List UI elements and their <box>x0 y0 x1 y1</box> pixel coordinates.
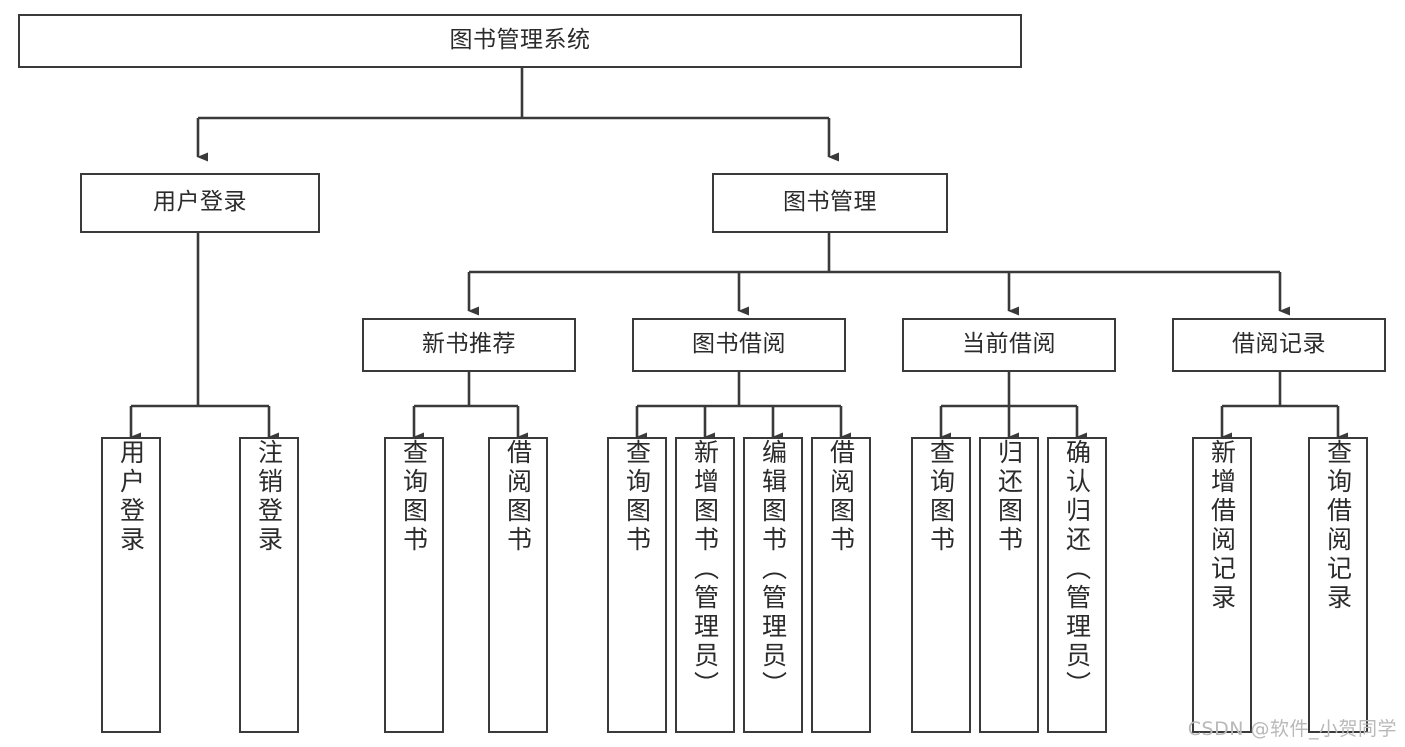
node-label: 确认归还（管理员） <box>1062 439 1092 700</box>
node-label: 新增图书（管理员） <box>690 439 720 700</box>
node-label: 查询图书 <box>399 439 429 555</box>
leaf-current-return-books[interactable]: 归还图书 <box>979 437 1039 733</box>
leaf-new-book-borrow-books[interactable]: 借阅图书 <box>488 437 548 733</box>
leaf-record-add-borrow-record[interactable]: 新增借阅记录 <box>1192 437 1252 733</box>
node-label: 当前借阅 <box>962 331 1056 358</box>
node-label: 新书推荐 <box>422 331 516 358</box>
leaf-borrow-borrow-books[interactable]: 借阅图书 <box>811 437 871 733</box>
node-user-login[interactable]: 用户登录 <box>80 173 320 233</box>
node-current-borrow[interactable]: 当前借阅 <box>902 318 1116 372</box>
leaf-borrow-edit-book-admin[interactable]: 编辑图书（管理员） <box>743 437 803 733</box>
leaf-borrow-add-book-admin[interactable]: 新增图书（管理员） <box>675 437 735 733</box>
node-new-book-recommend[interactable]: 新书推荐 <box>362 318 576 372</box>
node-book-management[interactable]: 图书管理 <box>712 173 948 233</box>
node-label: 借阅图书 <box>503 439 533 555</box>
leaf-current-query-books[interactable]: 查询图书 <box>911 437 971 733</box>
node-label: 图书管理 <box>783 189 877 216</box>
node-label: 注销登录 <box>254 439 284 555</box>
node-label: 查询图书 <box>622 439 652 555</box>
node-label: 新增借阅记录 <box>1207 439 1237 613</box>
node-label: 借阅图书 <box>826 439 856 555</box>
leaf-current-confirm-return-admin[interactable]: 确认归还（管理员） <box>1047 437 1107 733</box>
node-label: 编辑图书（管理员） <box>758 439 788 700</box>
node-label: 借阅记录 <box>1232 331 1326 358</box>
node-root-system[interactable]: 图书管理系统 <box>18 14 1022 68</box>
leaf-borrow-query-books[interactable]: 查询图书 <box>607 437 667 733</box>
node-borrow-record[interactable]: 借阅记录 <box>1172 318 1386 372</box>
node-label: 图书管理系统 <box>449 27 591 54</box>
node-label: 查询借阅记录 <box>1323 439 1353 613</box>
leaf-record-query-borrow-record[interactable]: 查询借阅记录 <box>1308 437 1368 733</box>
node-book-borrow[interactable]: 图书借阅 <box>632 318 846 372</box>
node-label: 查询图书 <box>926 439 956 555</box>
node-label: 归还图书 <box>994 439 1024 555</box>
leaf-user-login[interactable]: 用户登录 <box>101 437 161 733</box>
watermark-text: CSDN @软件_小贺同学 <box>1187 718 1397 740</box>
node-label: 用户登录 <box>116 439 146 555</box>
node-label: 图书借阅 <box>692 331 786 358</box>
leaf-user-logout[interactable]: 注销登录 <box>239 437 299 733</box>
node-label: 用户登录 <box>153 189 247 216</box>
leaf-new-book-query-books[interactable]: 查询图书 <box>384 437 444 733</box>
